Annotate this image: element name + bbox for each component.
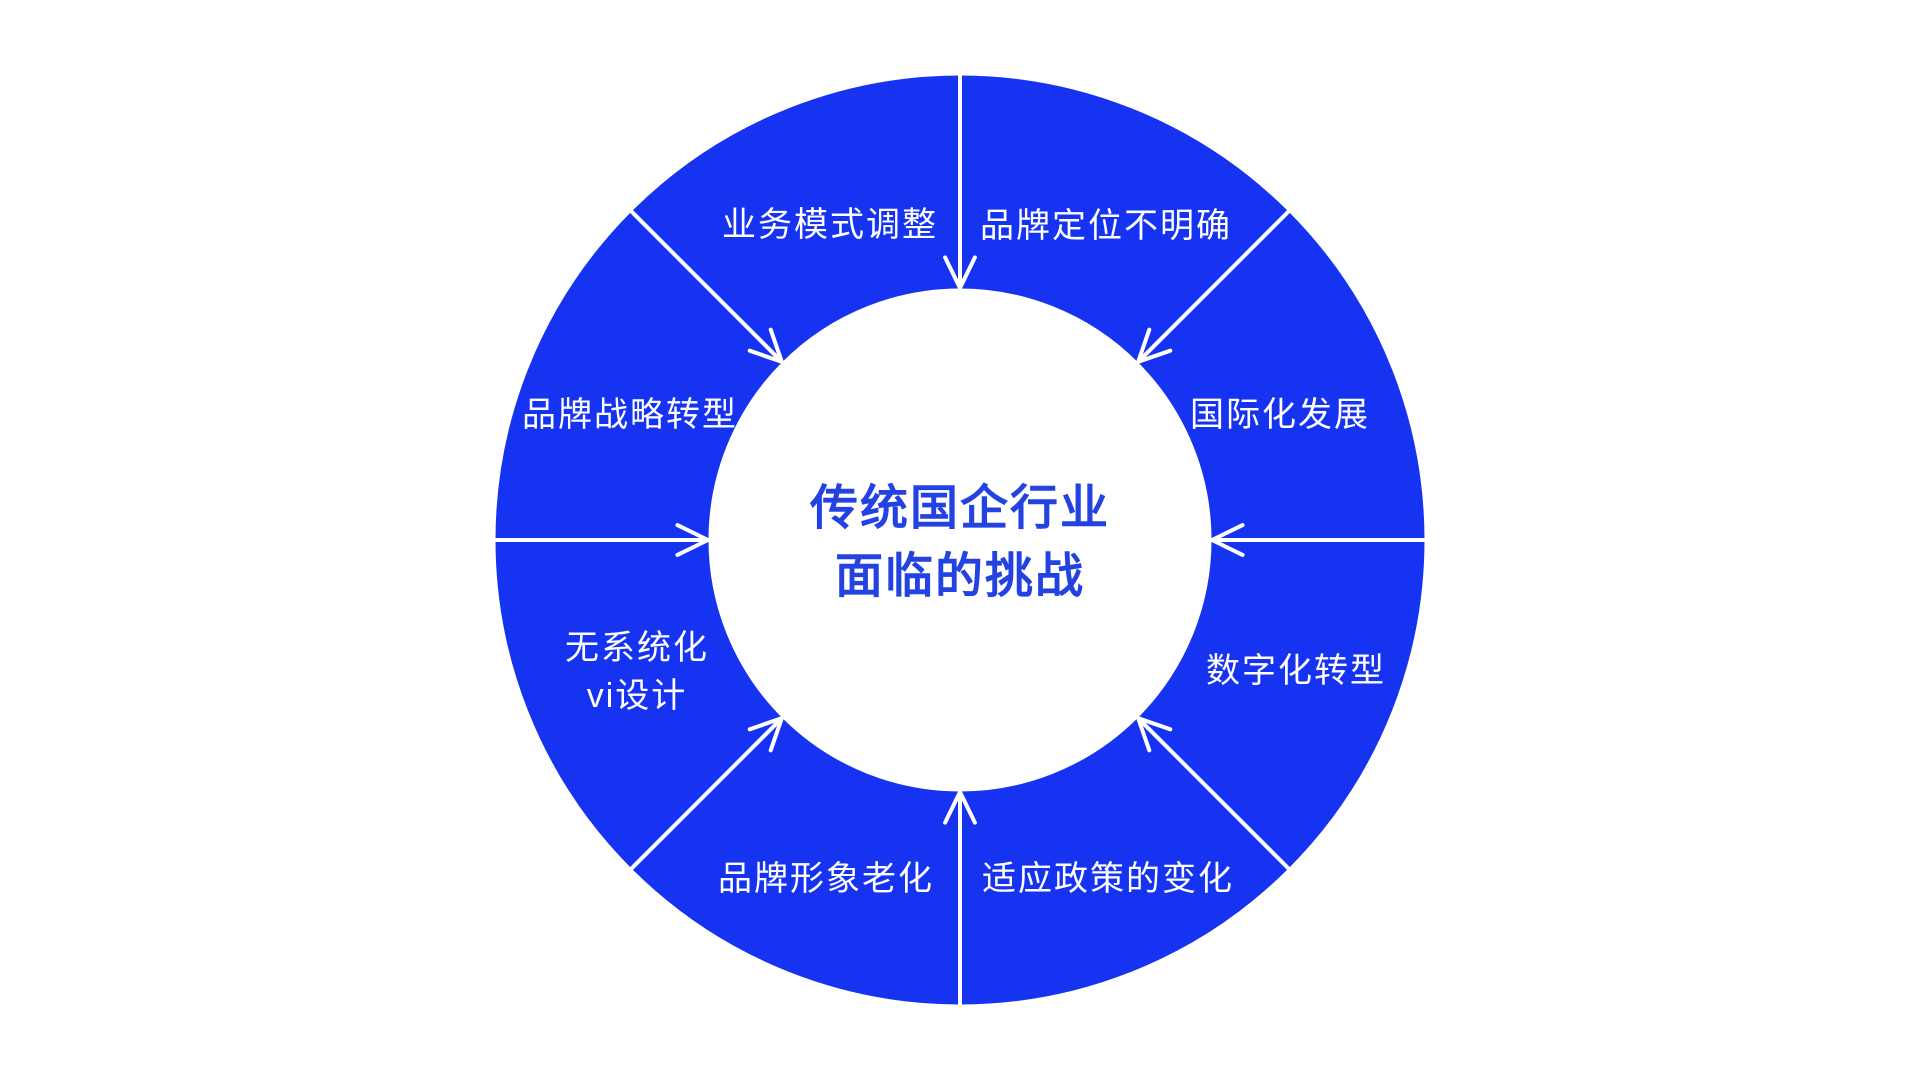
sector-label-business-model: 业务模式调整 bbox=[722, 206, 938, 244]
sector-label-brand-image-aging: 品牌形象老化 bbox=[718, 860, 934, 898]
inward-arrow-45deg bbox=[1136, 209, 1291, 364]
arrow-shaft bbox=[1136, 209, 1291, 364]
inward-arrows-group bbox=[493, 73, 1427, 1007]
arrowhead-icon bbox=[747, 716, 784, 753]
inward-arrow-225deg bbox=[629, 716, 784, 871]
inward-arrow-315deg bbox=[1136, 716, 1291, 871]
inward-arrow-270deg bbox=[943, 790, 977, 1007]
sector-label-policy-change: 适应政策的变化 bbox=[982, 860, 1234, 898]
inward-arrow-90deg bbox=[943, 73, 977, 290]
inward-arrow-135deg bbox=[629, 209, 784, 364]
arrowhead-icon bbox=[747, 327, 784, 364]
sector-label-brand-positioning: 品牌定位不明确 bbox=[980, 207, 1232, 245]
arrowhead-icon bbox=[675, 523, 710, 557]
arrow-shaft bbox=[1136, 716, 1291, 871]
sector-label-brand-strategy: 品牌战略转型 bbox=[522, 396, 738, 434]
arrowhead-icon bbox=[943, 790, 977, 825]
arrowhead-icon bbox=[1136, 716, 1173, 753]
inward-arrow-0deg bbox=[1210, 523, 1427, 557]
sector-label-digital-transformation: 数字化转型 bbox=[1206, 652, 1386, 690]
arrowhead-icon bbox=[1210, 523, 1245, 557]
center-title-line1: 传统国企行业 bbox=[809, 482, 1110, 535]
sector-label-no-vi-system-line2: vi设计 bbox=[587, 677, 688, 715]
sector-label-no-vi-system-line1: 无系统化 bbox=[565, 629, 709, 667]
arrowhead-icon bbox=[1136, 327, 1173, 364]
inward-arrow-180deg bbox=[493, 523, 710, 557]
sector-label-internationalization: 国际化发展 bbox=[1190, 396, 1370, 434]
arrow-shaft bbox=[629, 716, 784, 871]
arrowhead-icon bbox=[943, 255, 977, 290]
arrow-shaft bbox=[629, 209, 784, 364]
center-title-line2: 面临的挑战 bbox=[835, 550, 1085, 603]
